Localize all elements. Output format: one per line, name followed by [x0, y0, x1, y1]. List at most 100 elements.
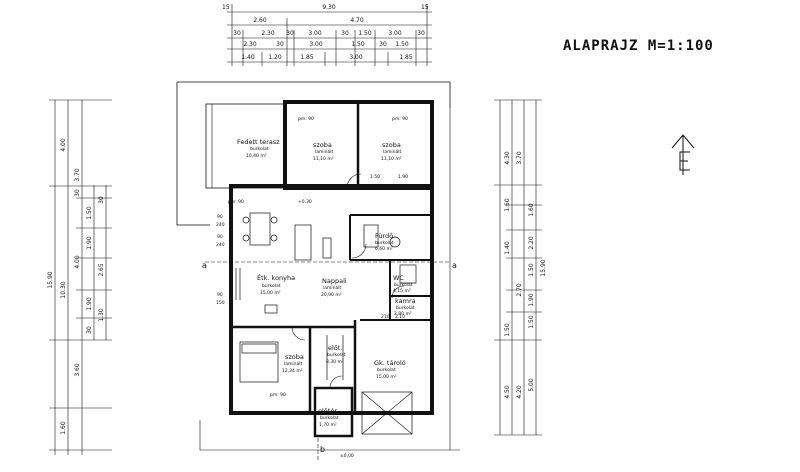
- dim-r3-2: 3.00: [309, 41, 323, 48]
- site-outline: [176, 81, 460, 451]
- dim-r3-5: 1.50: [395, 41, 409, 48]
- furniture: [235, 212, 417, 383]
- room-bedroom1-area: 11,10 m²: [313, 156, 334, 162]
- room-kitchen-name: Étk. konyha: [257, 273, 295, 282]
- dim-right-c1-7: 4.20: [516, 385, 523, 399]
- room-pantry-sub: burkolat: [396, 305, 415, 311]
- dim-left-c1-1: 3.70: [74, 168, 81, 182]
- dim-right-outer: 15.90: [540, 259, 547, 276]
- room-bedroom3-sub: laminált: [284, 360, 303, 367]
- room-terrace-name: Fedett terasz: [237, 138, 280, 146]
- room-bedroom2-area: 11,10 m²: [381, 156, 402, 162]
- room-garage-name: Gk. tároló: [374, 359, 406, 367]
- room-kitchen-area: 15,00 m²: [260, 290, 281, 296]
- dim-r2-2: 30: [286, 30, 294, 37]
- size-2: 1.90: [398, 174, 408, 180]
- dim-right-c1-1: 3.70: [516, 151, 523, 165]
- dim-right-c2-3: 1.90: [528, 293, 535, 307]
- right-dimension-chains: [494, 99, 542, 436]
- dim-right-c1-6: 4.50: [504, 385, 511, 399]
- dim-r1-1: 4.70: [350, 17, 364, 24]
- dim-r4-4: 1.85: [399, 54, 413, 61]
- door-height: 210: [381, 314, 390, 320]
- dim-r3-1: 30: [276, 41, 284, 48]
- room-bedroom1-sub: laminált: [315, 148, 334, 155]
- dim-r2-7: 30: [417, 30, 425, 37]
- sill-4: pm: 90: [228, 199, 244, 205]
- dim-left-c2-8: 30: [86, 326, 93, 334]
- section-a-right: a: [452, 261, 457, 270]
- win-1b: 240: [216, 222, 225, 228]
- dim-left-outer-b: 10.30: [60, 281, 67, 298]
- dim-left-c1-2: 3.60: [74, 363, 81, 377]
- room-bedroom3-name: szoba: [285, 353, 304, 361]
- dim-right-c1-4: 1.50: [504, 323, 511, 337]
- win-2: 90: [217, 234, 223, 240]
- dim-right-c1-3: 1.40: [504, 241, 511, 255]
- dim-right-c2-4: 1.50: [528, 315, 535, 329]
- dim-r3-4: 30: [379, 41, 387, 48]
- room-living-name: Nappali: [322, 277, 347, 285]
- dim-side-right: 15: [421, 4, 429, 11]
- room-living-sub: laminált: [323, 284, 342, 291]
- dim-r2-6: 3.00: [388, 30, 402, 37]
- dim-left-c1-3: 1.60: [60, 421, 67, 435]
- dim-side-left: 15: [222, 4, 230, 11]
- dim-right-c2-0: 1.60: [528, 203, 535, 217]
- level-top: +0,30: [298, 199, 312, 205]
- level-bottom: ±0,00: [340, 453, 354, 459]
- dim-right-c2-5: 5.00: [528, 378, 535, 392]
- room-hall-area: 8,30 m²: [326, 359, 344, 365]
- dim-left-c2-1: 1.50: [86, 206, 93, 220]
- sill-1: pm: 90: [298, 116, 314, 122]
- room-bedroom1-name: szoba: [313, 141, 332, 149]
- room-labels: Fedett terasz burkolat 10,40 m² szoba la…: [237, 138, 416, 428]
- dim-left-c2-6: 1.90: [86, 297, 93, 311]
- dim-left-c2-7: 1.30: [98, 308, 105, 322]
- sill-2: pm: 90: [392, 116, 408, 122]
- room-hall-name: előt.: [328, 343, 342, 352]
- room-wc-name: WC: [393, 274, 404, 282]
- section-lines: [205, 261, 450, 460]
- door-swings: [291, 173, 405, 389]
- dim-left-c2-2: 30: [98, 196, 105, 204]
- dim-total: 9.30: [322, 4, 336, 11]
- room-vestibule-name: előtér: [318, 406, 337, 415]
- room-wc-area: 4,15 m²: [393, 288, 411, 294]
- room-vestibule-sub: burkolat: [320, 415, 339, 421]
- dim-right-c1-2: 1.60: [504, 198, 511, 212]
- dim-left-outer-a: 15.90: [47, 271, 54, 288]
- dim-r4-1: 1.20: [268, 54, 282, 61]
- left-dimension-labels: 15.90 10.30 4.00 3.70 3.60 1.60 30 1.50 …: [47, 138, 105, 435]
- win-3: 90: [217, 292, 223, 298]
- building-walls: [205, 100, 434, 438]
- dim-r2-4: 30: [341, 30, 349, 37]
- dim-r2-3: 3.00: [308, 30, 322, 37]
- dim-right-c2-1: 2.20: [528, 236, 535, 250]
- dim-right-c2-2: 1.50: [528, 263, 535, 277]
- room-terrace-area: 10,40 m²: [246, 153, 267, 159]
- win-1: 90: [217, 214, 223, 220]
- top-dimension-chains: [227, 4, 432, 66]
- room-hall-sub: burkolat: [327, 352, 346, 358]
- dim-r4-2: 1.85: [300, 54, 314, 61]
- drawing-title: ALAPRAJZ M=1:100: [563, 38, 714, 54]
- dim-r2-0: 30: [233, 30, 241, 37]
- dim-left-c1-0: 4.00: [60, 138, 67, 152]
- room-bedroom2-name: szoba: [382, 141, 401, 149]
- dim-right-c1-5: 2.70: [516, 283, 523, 297]
- dim-left-c2-5: 2.65: [98, 263, 105, 277]
- room-pantry-area: 2,80 m²: [394, 311, 412, 317]
- win-3b: 150: [216, 300, 225, 306]
- room-bathroom-area: 6,60 m²: [375, 246, 393, 252]
- dim-r3-0: 2.30: [243, 41, 257, 48]
- section-a-left: a: [202, 261, 207, 270]
- room-kitchen-sub: burkolat: [262, 283, 281, 289]
- room-terrace-sub: burkolat: [250, 146, 269, 152]
- door-height-2: 2.10: [395, 314, 405, 320]
- room-garage-sub: burkolat: [377, 367, 396, 373]
- section-b-bottom: b: [320, 445, 325, 454]
- dim-r4-0: 1.40: [241, 54, 255, 61]
- size-1: 1.50: [370, 174, 380, 180]
